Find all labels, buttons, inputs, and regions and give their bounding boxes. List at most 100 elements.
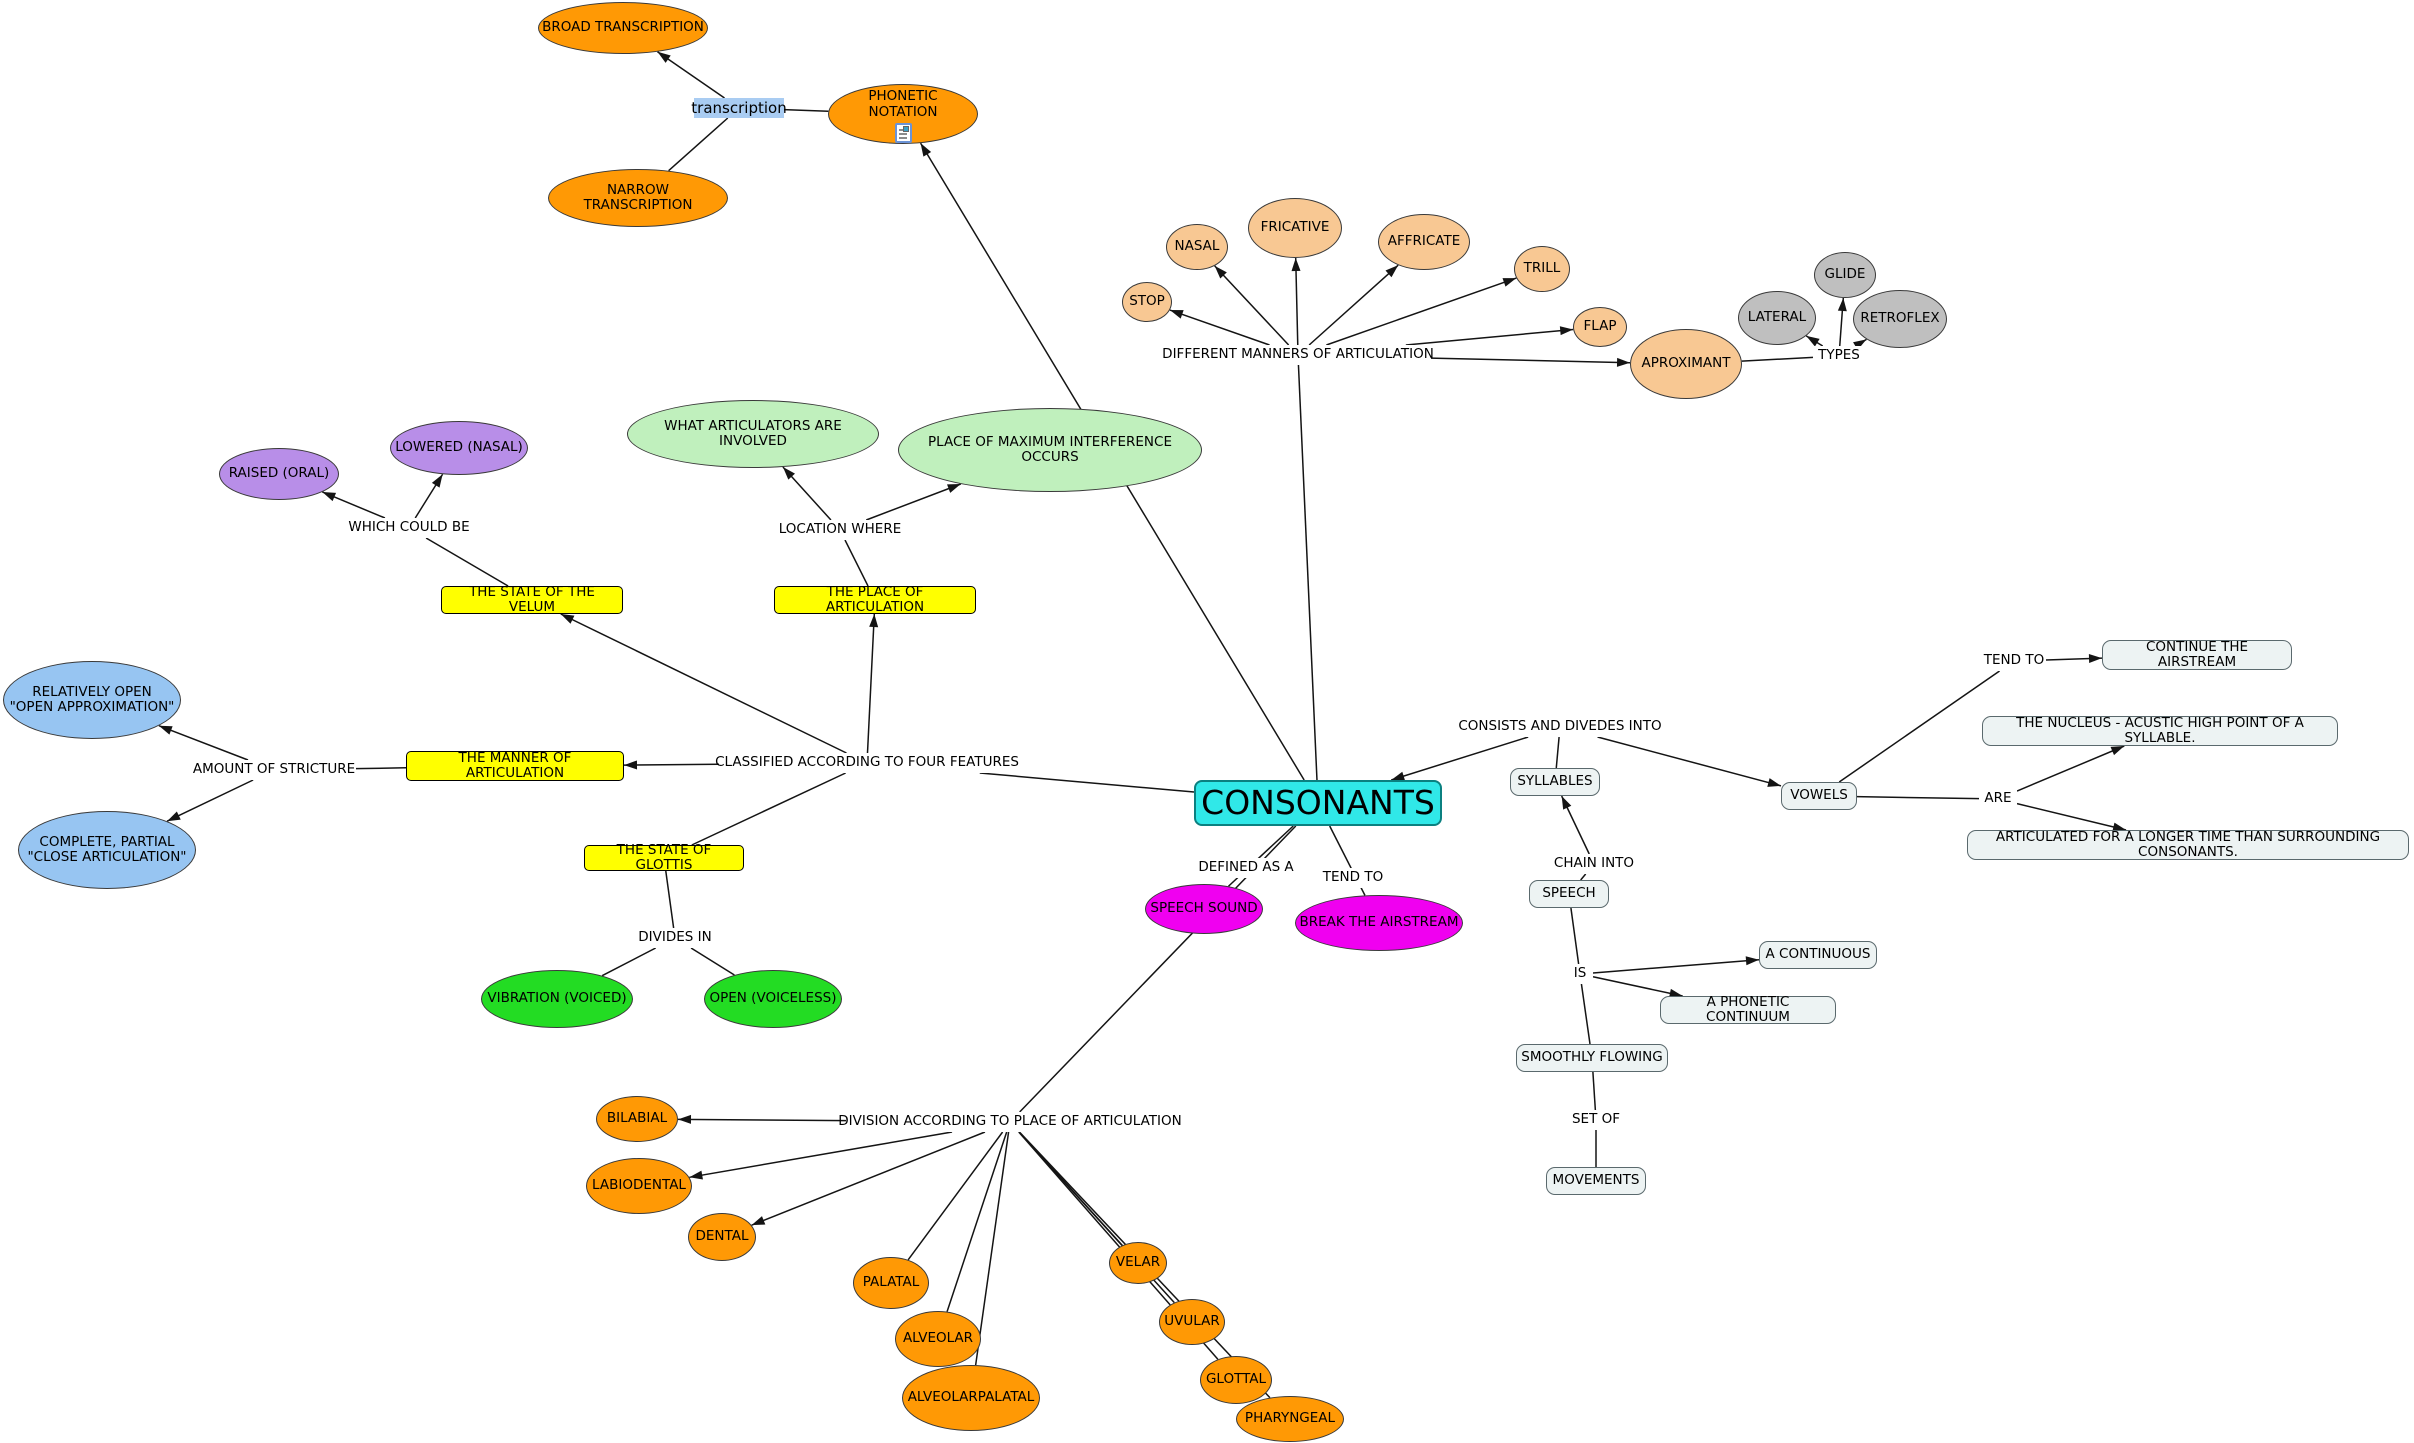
- edge-dividesin_label-open: [690, 947, 735, 976]
- node-dental[interactable]: DENTAL: [688, 1213, 756, 1261]
- edge-dividesin_label-vibration: [601, 947, 657, 977]
- edge-narrow-transcription: [668, 117, 729, 172]
- node-narrow-transcription[interactable]: NARROW TRANSCRIPTION: [548, 169, 728, 227]
- edge-amount_label-relopen: [158, 725, 249, 761]
- link-label-classified-four-features[interactable]: CLASSIFIED ACCORDING TO FOUR FEATURES: [715, 753, 1019, 773]
- edge-chaininto_label-syllables: [1560, 795, 1590, 855]
- link-label-is[interactable]: IS: [1567, 964, 1593, 984]
- edge-vowels-are_label: [1856, 795, 1980, 800]
- node-consonants-root[interactable]: CONSONANTS: [1194, 780, 1442, 826]
- node-a-phonetic-continuum[interactable]: A PHONETIC CONTINUUM: [1660, 994, 1836, 1025]
- link-label-tend-to-right[interactable]: TEND TO: [1982, 651, 2046, 671]
- node-state-of-velum[interactable]: THE STATE OF THE VELUM: [441, 584, 623, 615]
- node-glottal[interactable]: GLOTTAL: [1200, 1356, 1272, 1404]
- node-place-of-articulation[interactable]: THE PLACE OF ARTICULATION: [774, 584, 976, 615]
- edge-division_label-labiodental: [689, 1131, 953, 1180]
- link-label-are[interactable]: ARE: [1979, 789, 2017, 809]
- edge-division_label-alveolarpalatal: [974, 1131, 1010, 1366]
- node-nasal[interactable]: NASAL: [1166, 224, 1228, 270]
- node-lateral[interactable]: LATERAL: [1738, 291, 1816, 345]
- link-label-amount-of-stricture[interactable]: AMOUNT OF STRICTURE: [192, 760, 356, 780]
- node-raised-oral[interactable]: RAISED (ORAL): [219, 448, 339, 500]
- node-continue-the-airstream[interactable]: CONTINUE THE AIRSTREAM: [2102, 639, 2292, 670]
- node-palatal[interactable]: PALATAL: [853, 1257, 929, 1309]
- link-label-consists-and-divedes[interactable]: CONSISTS AND DIVEDES INTO: [1458, 717, 1662, 737]
- node-vibration-voiced[interactable]: VIBRATION (VOICED): [481, 970, 633, 1028]
- node-bilabial[interactable]: BILABIAL: [596, 1096, 678, 1142]
- link-label-division-place[interactable]: DIVISION ACCORDING TO PLACE OF ARTICULAT…: [838, 1112, 1182, 1132]
- node-relatively-open[interactable]: RELATIVELY OPEN "OPEN APPROXIMATION": [3, 661, 181, 739]
- node-affricate[interactable]: AFFRICATE: [1378, 214, 1470, 270]
- node-retroflex[interactable]: RETROFLEX: [1853, 290, 1947, 348]
- node-break-the-airstream[interactable]: BREAK THE AIRSTREAM: [1295, 895, 1463, 951]
- resource-icon[interactable]: [894, 123, 912, 143]
- node-what-articulators[interactable]: WHAT ARTICULATORS ARE INVOLVED: [627, 400, 879, 468]
- edge-division_label-alveolar: [946, 1131, 1008, 1312]
- link-label-tend-to-left[interactable]: TEND TO: [1321, 868, 1385, 888]
- node-stop[interactable]: STOP: [1122, 282, 1172, 322]
- edge-division_label-dental: [751, 1131, 986, 1226]
- edge-classified_label-velum: [560, 613, 847, 754]
- link-label-divides-in[interactable]: DIVIDES IN: [632, 928, 718, 948]
- edge-division_label-bilabial: [677, 1114, 847, 1124]
- node-syllables[interactable]: SYLLABLES: [1510, 768, 1600, 796]
- node-place-max-interference[interactable]: PLACE OF MAXIMUM INTERFERENCE OCCURS: [898, 408, 1202, 492]
- edge-manners_label-fricative: [1291, 257, 1301, 346]
- node-articulated-longer[interactable]: ARTICULATED FOR A LONGER TIME THAN SURRO…: [1967, 829, 2409, 860]
- edge-types_label-lateral: [1805, 335, 1824, 347]
- node-trill[interactable]: TRILL: [1514, 246, 1570, 292]
- node-velar[interactable]: VELAR: [1109, 1242, 1167, 1284]
- node-movements[interactable]: MOVEMENTS: [1546, 1167, 1646, 1195]
- node-glide[interactable]: GLIDE: [1814, 252, 1876, 298]
- link-label-transcription[interactable]: transcription: [691, 98, 787, 118]
- link-label-types[interactable]: TYPES: [1813, 346, 1865, 366]
- node-aproximant[interactable]: APROXIMANT: [1630, 329, 1742, 399]
- node-alveolar[interactable]: ALVEOLAR: [895, 1311, 981, 1367]
- edge-vowels-tendto2_label: [1838, 670, 2000, 783]
- node-vowels[interactable]: VOWELS: [1781, 782, 1857, 810]
- edge-velum-whichcouldbe_label: [425, 537, 509, 587]
- edge-placeart-locationwhere_label: [844, 539, 869, 587]
- node-a-continuous[interactable]: A CONTINUOUS: [1759, 941, 1877, 969]
- node-labiodental[interactable]: LABIODENTAL: [586, 1158, 692, 1214]
- edge-classified_label-mannerart: [623, 760, 720, 770]
- edge-mannerart-amount_label: [355, 767, 407, 770]
- node-manner-of-articulation[interactable]: THE MANNER OF ARTICULATION: [406, 750, 624, 781]
- edge-division_label-palatal: [907, 1131, 1004, 1261]
- node-lowered-nasal[interactable]: LOWERED (NASAL): [390, 421, 528, 475]
- edge-is_label-smoothly: [1580, 983, 1591, 1045]
- edge-classified_label-placeart: [866, 613, 879, 754]
- node-pharyngeal[interactable]: PHARYNGEAL: [1236, 1396, 1344, 1442]
- edge-manners_label-affricate: [1308, 264, 1399, 346]
- link-label-which-could-be[interactable]: WHICH COULD BE: [348, 518, 470, 538]
- node-state-of-glottis[interactable]: THE STATE OF GLOTTIS: [584, 842, 744, 873]
- node-uvular[interactable]: UVULAR: [1159, 1299, 1225, 1345]
- edge-glottis-dividesin_label: [665, 870, 675, 929]
- link-label-set-of[interactable]: SET OF: [1566, 1110, 1626, 1130]
- edge-speech-chaininto_label: [1580, 873, 1587, 881]
- node-flap[interactable]: FLAP: [1573, 307, 1627, 347]
- edge-consists_label-vowels: [1597, 736, 1782, 787]
- link-label-defined-as-a[interactable]: DEFINED AS A: [1196, 858, 1296, 878]
- link-label-different-manners[interactable]: DIFFERENT MANNERS OF ARTICULATION: [1162, 345, 1434, 365]
- node-nucleus[interactable]: THE NUCLEUS - ACUSTIC HIGH POINT OF A SY…: [1982, 715, 2338, 746]
- edge-classified_label-glottis: [691, 772, 846, 846]
- node-broad-transcription[interactable]: BROAD TRANSCRIPTION: [538, 2, 708, 54]
- edge-is_label-aphonetic: [1592, 976, 1683, 998]
- node-fricative[interactable]: FRICATIVE: [1248, 198, 1342, 258]
- node-open-voiceless[interactable]: OPEN (VOICELESS): [704, 970, 842, 1028]
- edge-speech-is_label: [1570, 907, 1580, 965]
- node-alveolarpalatal[interactable]: ALVEOLARPALATAL: [902, 1365, 1040, 1431]
- node-speech[interactable]: SPEECH: [1529, 880, 1609, 908]
- node-complete-partial[interactable]: COMPLETE, PARTIAL "CLOSE ARTICULATION": [18, 811, 196, 889]
- edge-manners_label-trill: [1326, 277, 1517, 346]
- link-label-chain-into[interactable]: CHAIN INTO: [1550, 854, 1638, 874]
- node-smoothly-flowing[interactable]: SMOOTHLY FLOWING: [1516, 1044, 1668, 1072]
- edge-consonants-classified_label: [979, 772, 1195, 793]
- edge-locationwhere_label-whatartic: [782, 466, 832, 521]
- node-speech-sound[interactable]: SPEECH SOUND: [1145, 884, 1263, 934]
- link-label-location-where[interactable]: LOCATION WHERE: [778, 520, 902, 540]
- edge-manners_label-nasal: [1214, 265, 1290, 346]
